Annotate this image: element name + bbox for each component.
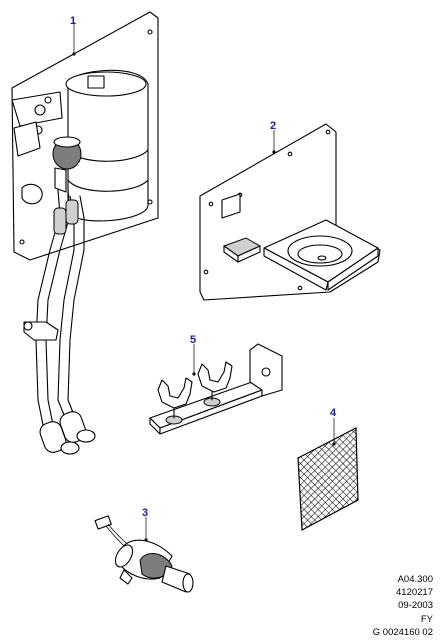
part-4-mesh-filter: [297, 427, 359, 531]
callout-4: 4: [330, 407, 337, 419]
stamp-line-4: FY: [420, 613, 433, 625]
stamp-line-5: G 0024160 02: [372, 626, 433, 638]
stamp-line-1: A04.300: [397, 574, 433, 585]
diagram-reference-stamp: A04.300 4120217 09-2003 FY G 0024160 02: [353, 573, 433, 639]
stamp-line-3: 09-2003: [398, 600, 433, 612]
part-5-clip-bracket: [149, 343, 283, 435]
part-3-pump: [94, 515, 194, 593]
part-1-reservoir-assembly: [11, 11, 159, 455]
callout-1: 1: [70, 15, 76, 27]
stamp-line-2: 4120217: [396, 587, 433, 599]
callout-5: 5: [190, 334, 196, 346]
callout-3-group: 3: [142, 507, 148, 542]
callout-2-group: 2: [270, 120, 276, 154]
callout-4-group: 4: [330, 407, 337, 446]
callout-5-group: 5: [190, 334, 196, 376]
part-2-panel-with-dish: [199, 123, 381, 301]
callout-2: 2: [270, 120, 276, 132]
callout-1-group: 1: [70, 15, 76, 56]
callout-3: 3: [142, 507, 148, 519]
